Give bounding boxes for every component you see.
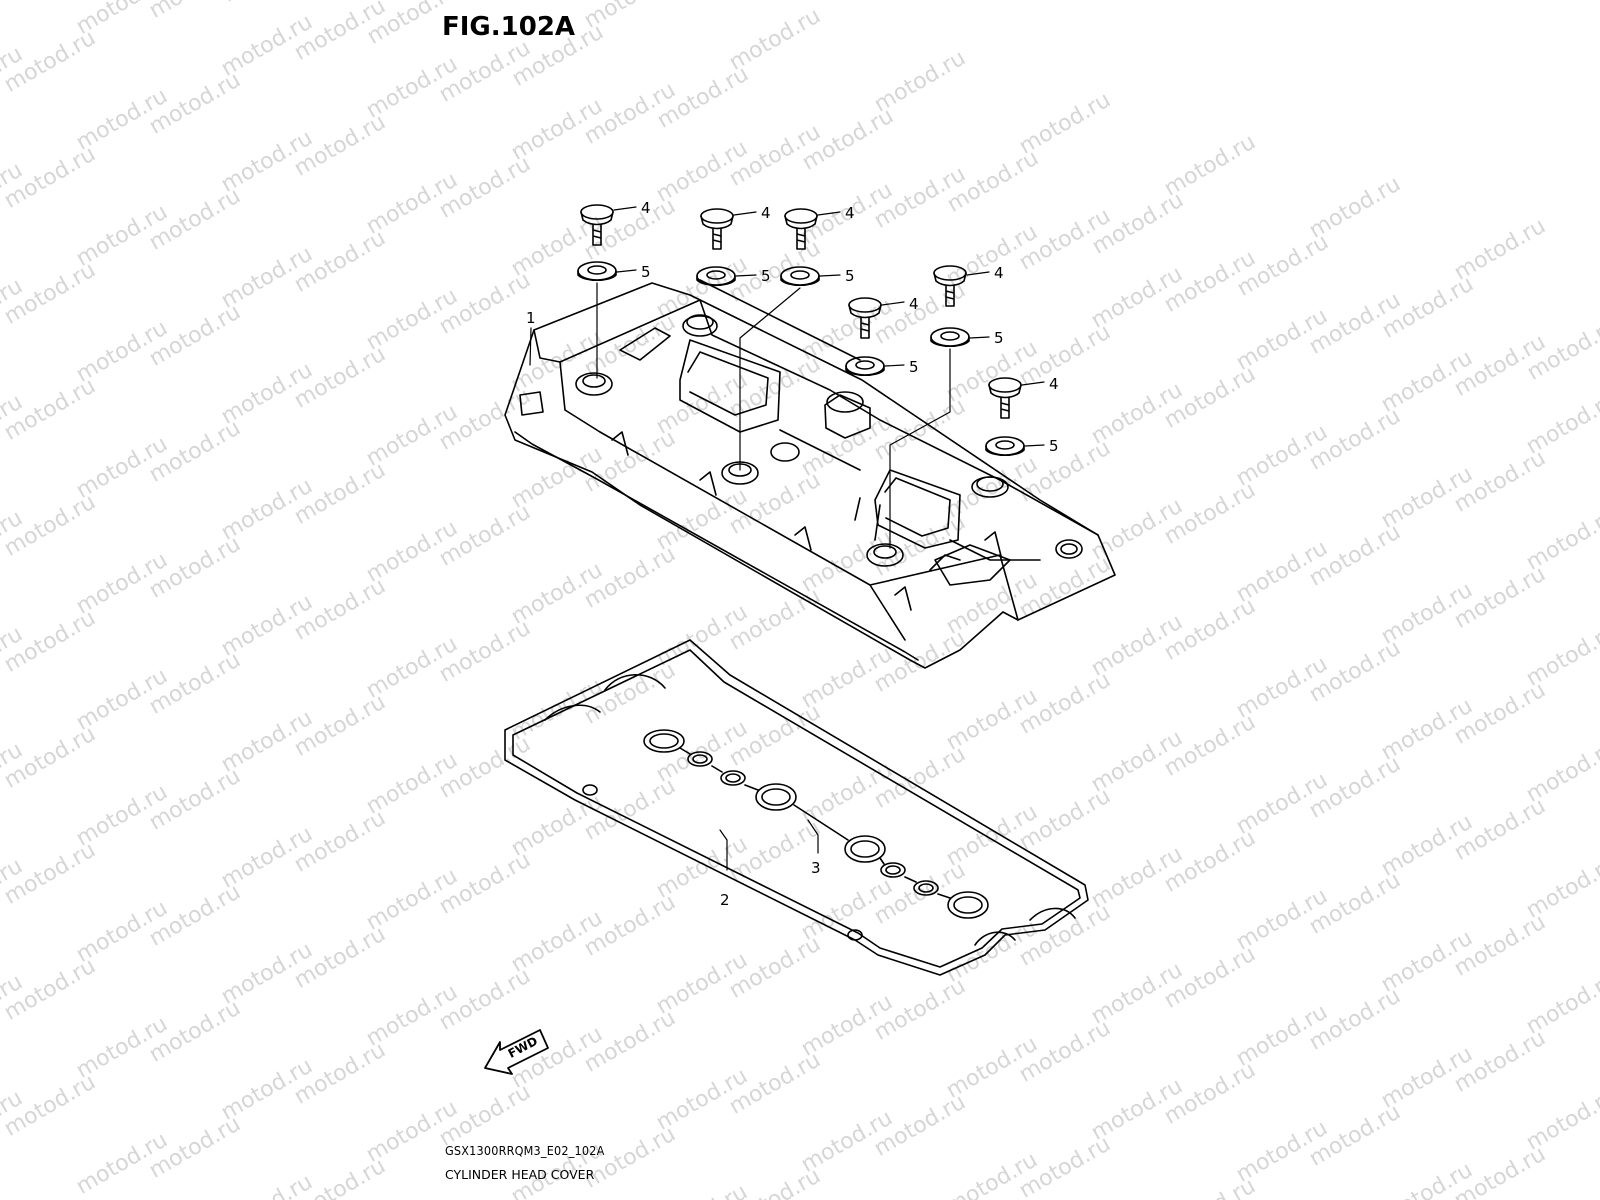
bolt-d [933,265,967,307]
callout-1: 1 [526,309,536,327]
cover-gasket [504,639,1089,976]
leader-lines [529,206,1045,871]
callout-4-d: 4 [994,264,1004,282]
callout-4-e: 4 [909,295,919,313]
plug-hole-seal [643,729,989,919]
callout-4-f: 4 [1049,375,1059,393]
bolt-c [784,208,818,250]
bolt-f [988,377,1022,419]
callout-5-f: 5 [1049,437,1059,455]
callout-5-a: 5 [641,263,651,281]
callout-5-e: 5 [909,358,919,376]
bolt-e [848,297,882,339]
assembly-lines [596,282,951,549]
cylinder-head-cover [504,279,1116,669]
callout-5-b: 5 [761,267,771,285]
washers [577,261,1025,457]
callout-4-c: 4 [845,204,855,222]
diagram-code: GSX1300RRQM3_E02_102A [445,1143,605,1158]
callout-4-b: 4 [761,204,771,222]
callout-5-c: 5 [845,267,855,285]
callout-5-d: 5 [994,329,1004,347]
callout-3: 3 [811,859,821,877]
bolts [580,204,1022,419]
callout-4-a: 4 [641,199,651,217]
diagram-caption: CYLINDER HEAD COVER [445,1167,595,1182]
fwd-arrow-icon [484,1029,549,1075]
bolt-b [700,208,734,250]
figure-title: FIG.102A [442,12,576,42]
bolt-a [580,204,614,246]
callout-2: 2 [720,891,730,909]
